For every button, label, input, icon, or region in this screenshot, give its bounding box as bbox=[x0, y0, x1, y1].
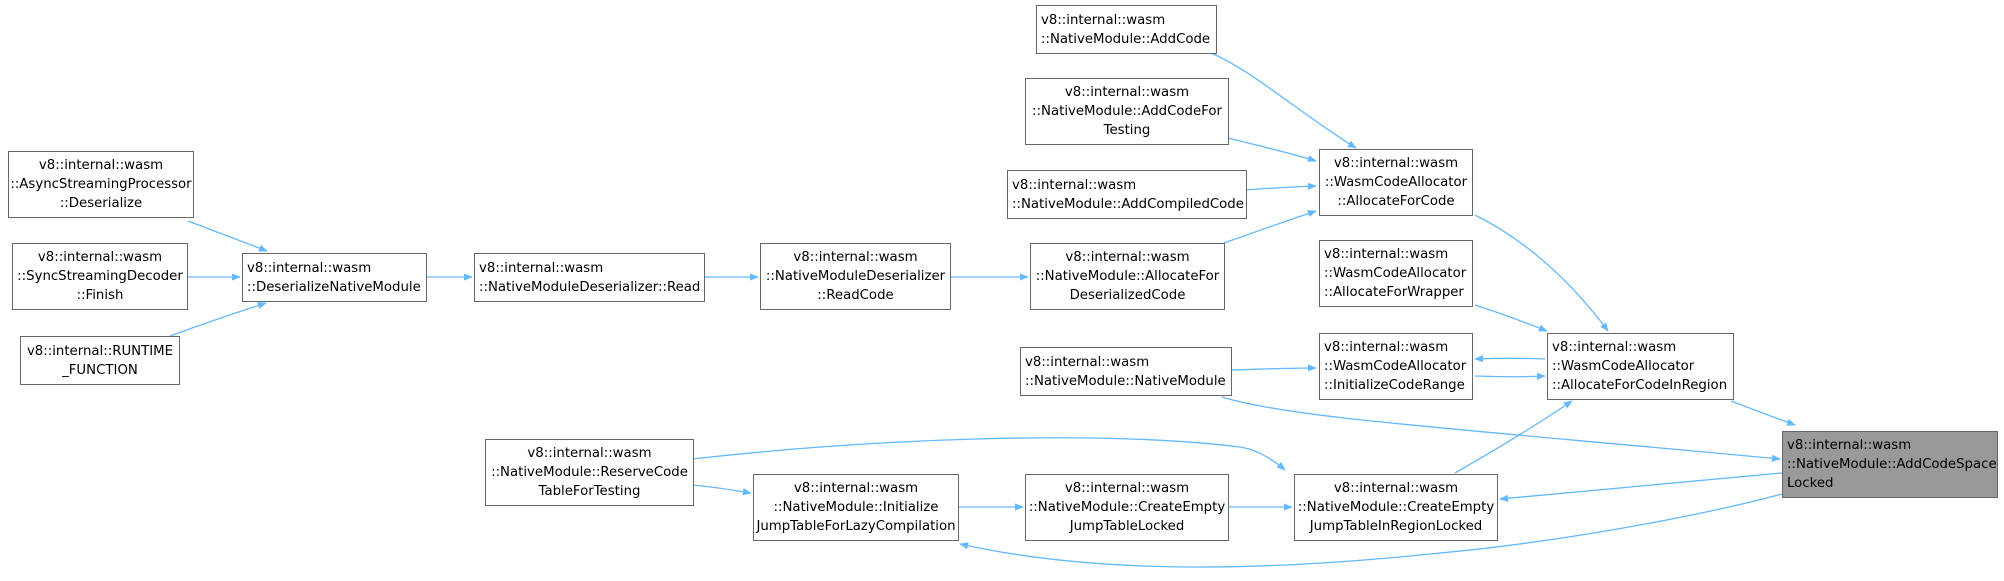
edge-reserve-code-table-to-create-jt-in-region bbox=[691, 437, 1286, 471]
node-read-code[interactable]: v8::internal::wasm ::NativeModuleDeseria… bbox=[760, 243, 951, 310]
node-sync-streaming-decoder-finish-line-3: ::Finish bbox=[76, 288, 124, 303]
node-allocate-for-code-in-region-line-2: ::WasmCodeAllocator bbox=[1552, 359, 1695, 374]
node-runtime-function-line-1: v8::internal::RUNTIME bbox=[26, 343, 174, 359]
node-runtime-function[interactable]: v8::internal::RUNTIME _FUNCTION bbox=[20, 336, 180, 385]
node-initialize-code-range-line-1: v8::internal::wasm bbox=[1324, 340, 1449, 355]
node-allocate-for-deserialized-code-line-2: ::NativeModule::AllocateFor bbox=[1035, 269, 1220, 284]
node-initialize-jump-table-for-lazy-compilation[interactable]: v8::internal::wasm ::NativeModule::Initi… bbox=[753, 474, 959, 541]
node-native-module-deserializer-read[interactable]: v8::internal::wasm ::NativeModuleDeseria… bbox=[474, 253, 705, 302]
node-native-module-native-module-line-2: ::NativeModule::NativeModule bbox=[1025, 373, 1226, 389]
edge-add-compiled-code-to-alloc-for-code bbox=[1245, 182, 1317, 191]
node-runtime-function-line-2: _FUNCTION bbox=[62, 362, 138, 378]
node-allocate-for-wrapper-line-3: ::AllocateForWrapper bbox=[1324, 285, 1464, 300]
node-allocate-for-code-line-2: ::WasmCodeAllocator bbox=[1324, 175, 1468, 190]
node-allocate-for-wrapper-line-1: v8::internal::wasm bbox=[1324, 247, 1449, 262]
node-allocate-for-wrapper-line-2: ::WasmCodeAllocator bbox=[1324, 266, 1467, 281]
edge-alloc-deserialized-to-alloc-for-code bbox=[1223, 210, 1317, 244]
node-native-module-native-module[interactable]: v8::internal::wasm ::NativeModule::Nativ… bbox=[1020, 347, 1232, 396]
edge-init-code-range-to-alloc-in-region bbox=[1474, 372, 1546, 380]
edge-runtime-function-to-deserialize-native-module bbox=[169, 302, 267, 337]
node-sync-streaming-decoder-finish-line-1: v8::internal::wasm bbox=[37, 250, 163, 265]
node-initialize-jump-table-for-lazy-compilation-line-2: ::NativeModule::Initialize bbox=[773, 500, 939, 515]
node-reserve-code-table-for-testing-line-2: ::NativeModule::ReserveCode bbox=[491, 465, 688, 480]
node-allocate-for-wrapper[interactable]: v8::internal::wasm ::WasmCodeAllocator :… bbox=[1319, 240, 1473, 307]
edge-add-code-to-alloc-for-code bbox=[1205, 50, 1357, 149]
node-add-code-line-1: v8::internal::wasm bbox=[1041, 12, 1166, 28]
node-add-compiled-code-line-2: ::NativeModule::AddCompiledCode bbox=[1012, 196, 1244, 212]
node-add-code-space-locked-line-2: ::NativeModule::AddCodeSpace bbox=[1787, 457, 1997, 472]
node-allocate-for-code-in-region-line-3: ::AllocateForCodeInRegion bbox=[1552, 378, 1728, 393]
node-initialize-code-range-line-3: ::InitializeCodeRange bbox=[1324, 378, 1465, 393]
node-add-code-space-locked[interactable]: v8::internal::wasm ::NativeModule::AddCo… bbox=[1782, 431, 1998, 498]
node-read-code-line-1: v8::internal::wasm bbox=[793, 250, 918, 265]
node-create-empty-jump-table-locked-line-1: v8::internal::wasm bbox=[1064, 481, 1190, 496]
edge-add-code-space-locked-to-init-jt-lazy bbox=[959, 493, 1783, 568]
node-reserve-code-table-for-testing-line-3: TableForTesting bbox=[538, 484, 641, 499]
node-add-code-for-testing[interactable]: v8::internal::wasm ::NativeModule::AddCo… bbox=[1025, 78, 1229, 145]
node-read-code-line-3: ::ReadCode bbox=[817, 288, 894, 303]
node-create-empty-jump-table-in-region-locked[interactable]: v8::internal::wasm ::NativeModule::Creat… bbox=[1294, 474, 1498, 541]
node-allocate-for-code-in-region-line-1: v8::internal::wasm bbox=[1552, 340, 1677, 355]
node-sync-streaming-decoder-finish[interactable]: v8::internal::wasm ::SyncStreamingDecode… bbox=[12, 243, 188, 310]
edge-reserve-code-table-to-init-jt-lazy bbox=[691, 484, 752, 496]
node-create-empty-jump-table-locked-line-2: ::NativeModule::CreateEmpty bbox=[1028, 500, 1226, 515]
edge-async-deserialize-to-deserialize-native-module bbox=[187, 220, 268, 252]
node-async-streaming-processor-deserialize-line-2: ::AsyncStreamingProcessor bbox=[10, 177, 192, 192]
node-reserve-code-table-for-testing[interactable]: v8::internal::wasm ::NativeModule::Reser… bbox=[485, 439, 694, 506]
node-add-compiled-code[interactable]: v8::internal::wasm ::NativeModule::AddCo… bbox=[1007, 170, 1247, 219]
edge-native-module-to-init-code-range bbox=[1231, 364, 1317, 372]
edge-create-jt-in-region-to-alloc-in-region bbox=[1454, 400, 1573, 474]
node-add-code-space-locked-line-1: v8::internal::wasm bbox=[1787, 438, 1912, 453]
node-allocate-for-deserialized-code-line-3: DeserializedCode bbox=[1069, 288, 1186, 303]
node-native-module-deserializer-read-line-1: v8::internal::wasm bbox=[479, 260, 604, 276]
node-initialize-code-range[interactable]: v8::internal::wasm ::WasmCodeAllocator :… bbox=[1319, 333, 1473, 400]
node-create-empty-jump-table-in-region-locked-line-3: JumpTableInRegionLocked bbox=[1309, 519, 1483, 534]
edge-alloc-for-code-to-alloc-in-region bbox=[1474, 214, 1609, 332]
node-add-code-for-testing-line-2: ::NativeModule::AddCodeFor bbox=[1032, 104, 1222, 119]
node-initialize-jump-table-for-lazy-compilation-line-3: JumpTableForLazyCompilation bbox=[756, 519, 956, 534]
node-read-code-line-2: ::NativeModuleDeserializer bbox=[765, 269, 946, 284]
node-async-streaming-processor-deserialize[interactable]: v8::internal::wasm ::AsyncStreamingProce… bbox=[8, 151, 194, 218]
node-async-streaming-processor-deserialize-line-1: v8::internal::wasm bbox=[38, 158, 164, 173]
edge-add-code-space-locked-to-create-jt-in-region bbox=[1499, 472, 1783, 502]
node-add-code-line-2: ::NativeModule::AddCode bbox=[1041, 31, 1211, 47]
node-allocate-for-code-line-1: v8::internal::wasm bbox=[1333, 156, 1459, 171]
node-create-empty-jump-table-locked-line-3: JumpTableLocked bbox=[1069, 519, 1185, 534]
node-deserialize-native-module[interactable]: v8::internal::wasm ::DeserializeNativeMo… bbox=[242, 253, 427, 302]
node-reserve-code-table-for-testing-line-1: v8::internal::wasm bbox=[527, 446, 652, 461]
node-allocate-for-code-line-3: ::AllocateForCode bbox=[1337, 194, 1455, 209]
edge-alloc-for-wrapper-to-alloc-in-region bbox=[1474, 304, 1548, 332]
node-sync-streaming-decoder-finish-line-2: ::SyncStreamingDecoder bbox=[17, 269, 183, 284]
node-create-empty-jump-table-locked[interactable]: v8::internal::wasm ::NativeModule::Creat… bbox=[1025, 474, 1229, 541]
node-create-empty-jump-table-in-region-locked-line-1: v8::internal::wasm bbox=[1333, 481, 1459, 496]
node-allocate-for-code-in-region[interactable]: v8::internal::wasm ::WasmCodeAllocator :… bbox=[1547, 333, 1734, 400]
node-add-code-for-testing-line-1: v8::internal::wasm bbox=[1064, 85, 1190, 100]
node-allocate-for-code[interactable]: v8::internal::wasm ::WasmCodeAllocator :… bbox=[1319, 149, 1473, 216]
node-async-streaming-processor-deserialize-line-3: ::Deserialize bbox=[59, 196, 143, 211]
node-deserialize-native-module-line-2: ::DeserializeNativeModule bbox=[247, 279, 421, 295]
edge-alloc-in-region-to-init-code-range bbox=[1474, 355, 1546, 363]
node-allocate-for-deserialized-code[interactable]: v8::internal::wasm ::NativeModule::Alloc… bbox=[1030, 243, 1225, 310]
node-native-module-native-module-line-1: v8::internal::wasm bbox=[1025, 354, 1150, 370]
node-deserialize-native-module-line-1: v8::internal::wasm bbox=[247, 260, 372, 276]
node-add-code[interactable]: v8::internal::wasm ::NativeModule::AddCo… bbox=[1036, 5, 1217, 54]
node-allocate-for-deserialized-code-line-1: v8::internal::wasm bbox=[1065, 250, 1190, 265]
edge-alloc-in-region-to-add-code-space-locked bbox=[1730, 400, 1796, 426]
node-create-empty-jump-table-in-region-locked-line-2: ::NativeModule::CreateEmpty bbox=[1297, 500, 1495, 515]
node-initialize-jump-table-for-lazy-compilation-line-1: v8::internal::wasm bbox=[793, 481, 919, 496]
edge-native-module-to-add-code-space-locked bbox=[1221, 396, 1781, 462]
node-add-code-space-locked-line-3: Locked bbox=[1787, 476, 1834, 491]
edge-add-code-for-testing-to-alloc-for-code bbox=[1227, 137, 1317, 163]
node-add-code-for-testing-line-3: Testing bbox=[1103, 123, 1151, 138]
node-native-module-deserializer-read-line-2: ::NativeModuleDeserializer::Read bbox=[479, 279, 701, 295]
node-add-compiled-code-line-1: v8::internal::wasm bbox=[1012, 177, 1137, 193]
node-initialize-code-range-line-2: ::WasmCodeAllocator bbox=[1324, 359, 1467, 374]
